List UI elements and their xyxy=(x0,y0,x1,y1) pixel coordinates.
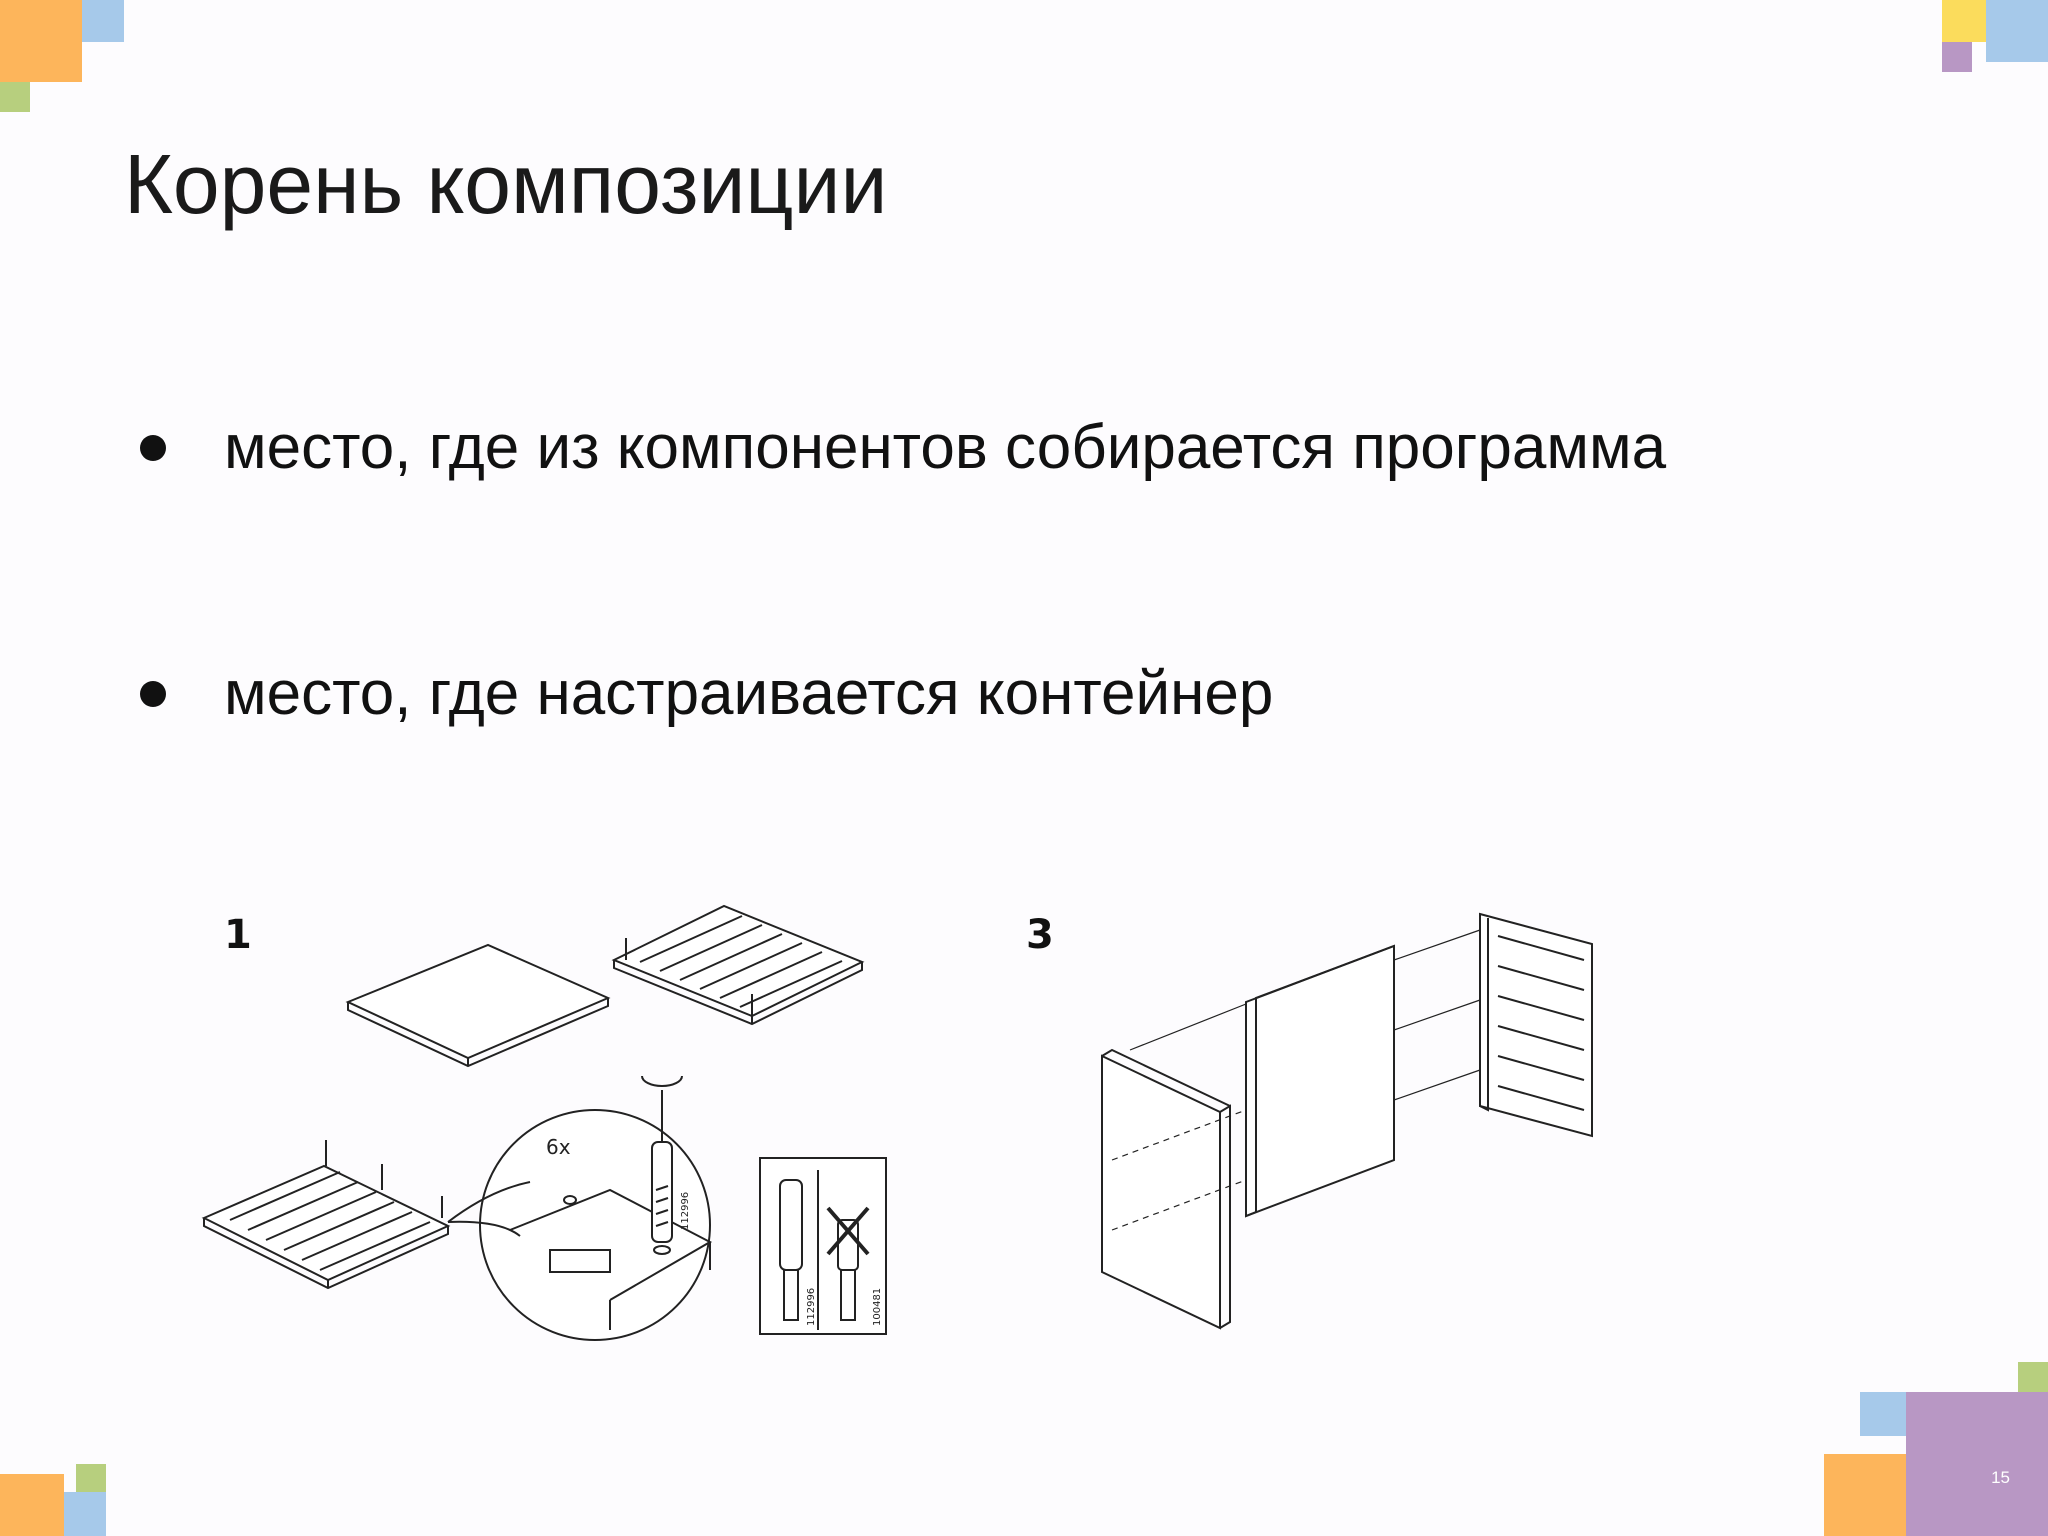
bullet-item: место, где настраивается контейнер xyxy=(140,659,1274,728)
bullet-item: место, где из компонентов собирается про… xyxy=(140,413,1667,482)
part-number-correct: 112996 xyxy=(806,1288,817,1326)
slide-title: Корень композиции xyxy=(124,137,888,231)
part-number-wrong: 100481 xyxy=(872,1288,883,1326)
bullet-text: место, где из компонентов собирается про… xyxy=(224,413,1667,482)
back-panel xyxy=(1245,944,1395,1218)
assembly-step-one-illustration: 6x 112996 112996 100481 xyxy=(201,904,887,1341)
side-panel-left xyxy=(1101,1048,1231,1330)
step-three-label: 3 xyxy=(1026,912,1054,958)
part-number-main: 112996 xyxy=(680,1192,691,1230)
page-number: 15 xyxy=(1991,1468,2010,1487)
count-label: 6x xyxy=(546,1135,571,1159)
step-one-label: 1 xyxy=(224,912,252,958)
grooved-panel-top xyxy=(611,904,865,1026)
assembly-step-three-illustration xyxy=(1101,912,1593,1330)
grooved-side-panel xyxy=(1479,912,1593,1138)
magnified-detail xyxy=(447,1075,713,1341)
screw-comparison-box xyxy=(759,1157,887,1335)
alignment-lines xyxy=(1111,929,1481,1231)
grooved-panel-bottom xyxy=(201,1140,451,1290)
bullet-text: место, где настраивается контейнер xyxy=(224,659,1274,728)
bullet-dot-icon xyxy=(140,680,166,707)
bullet-dot-icon xyxy=(140,434,166,461)
plain-panel xyxy=(345,943,611,1068)
